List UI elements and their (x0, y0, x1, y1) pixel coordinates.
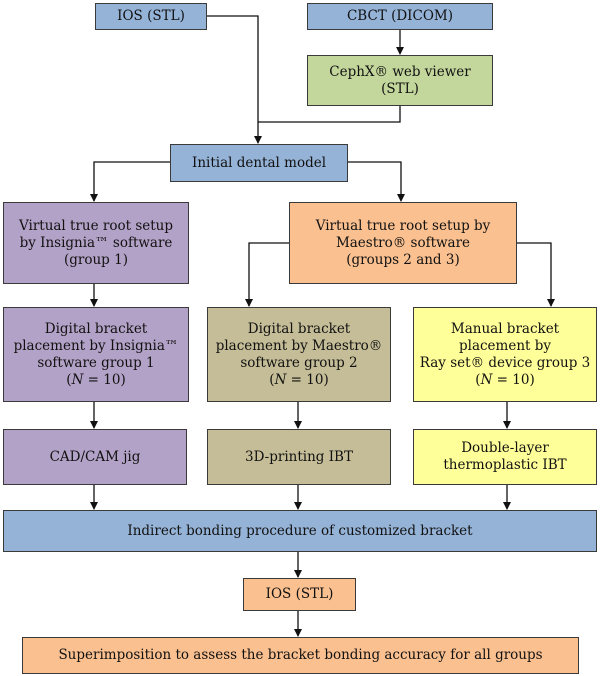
node-text: Indirect bonding procedure of customized… (127, 522, 473, 539)
node-indirect-bonding: Indirect bonding procedure of customized… (3, 510, 597, 552)
sample-size: (N = 10) (475, 371, 535, 388)
arrow-maestro-to-group2 (245, 242, 289, 307)
arrow-ios-to-initial (207, 15, 262, 144)
sample-size: (N = 10) (66, 371, 126, 388)
node-text: CephX® web viewer (329, 63, 471, 80)
node-text: IOS (STL) (265, 586, 334, 602)
node-cbct: CBCT (DICOM) (307, 3, 493, 30)
node-text: placement by Maestro® (215, 337, 383, 354)
node-thermoplastic-ibt: Double-layer thermoplastic IBT (413, 429, 597, 485)
node-text: Ray set® device group 3 (419, 354, 591, 371)
node-initial-dental-model: Initial dental model (170, 144, 348, 182)
arrow-initial-to-maestro (348, 161, 405, 202)
node-group3-placement: Manual bracket placement by Ray set® dev… (413, 307, 597, 402)
node-text: Maestro® software (335, 234, 471, 251)
variable-n: N (480, 371, 493, 388)
node-text: IOS (STL) (117, 8, 185, 24)
node-text: Double-layer (461, 440, 549, 456)
node-text: software group 2 (240, 354, 358, 371)
node-maestro-setup: Virtual true root setup by Maestro® soft… (289, 202, 517, 284)
node-text: CAD/CAM jig (49, 448, 141, 465)
node-text: (groups 2 and 3) (346, 251, 460, 268)
node-text: software group 1 (37, 354, 155, 371)
node-text: Digital bracket (247, 320, 351, 337)
node-text: Virtual true root setup by (315, 217, 491, 234)
node-text: placement by (458, 337, 552, 354)
arrow-cephx-to-initial (258, 106, 401, 123)
variable-n: N (71, 371, 84, 388)
node-cephx-viewer: CephX® web viewer (STL) (307, 55, 493, 106)
node-text: (group 1) (64, 251, 128, 268)
node-group2-placement: Digital bracket placement by Maestro® so… (207, 307, 391, 402)
node-text: Digital bracket (44, 320, 148, 337)
node-text: Manual bracket (450, 320, 560, 337)
node-text: by Insignia™ software (19, 234, 173, 251)
node-cadcam-jig: CAD/CAM jig (3, 429, 187, 485)
node-text: thermoplastic IBT (443, 457, 567, 473)
node-group1-placement: Digital bracket placement by Insignia™ s… (3, 307, 189, 402)
arrow-initial-to-insignia (90, 161, 170, 202)
sample-size: (N = 10) (269, 371, 329, 388)
variable-n: N (274, 371, 287, 388)
node-ios-output: IOS (STL) (243, 578, 356, 611)
node-ios-input: IOS (STL) (95, 3, 207, 30)
node-text: 3D-printing IBT (245, 448, 353, 465)
node-text: Virtual true root setup (18, 217, 174, 234)
node-text: Initial dental model (191, 154, 327, 171)
node-3d-printing-ibt: 3D-printing IBT (207, 429, 391, 485)
node-text: placement by Insignia™ (13, 337, 179, 354)
node-superimposition: Superimposition to assess the bracket bo… (22, 637, 579, 674)
arrow-maestro-to-group3 (517, 242, 555, 307)
node-insignia-setup: Virtual true root setup by Insignia™ sof… (3, 202, 189, 284)
node-text: (STL) (381, 80, 419, 97)
node-text: CBCT (DICOM) (346, 8, 454, 24)
node-text: Superimposition to assess the bracket bo… (58, 647, 543, 663)
